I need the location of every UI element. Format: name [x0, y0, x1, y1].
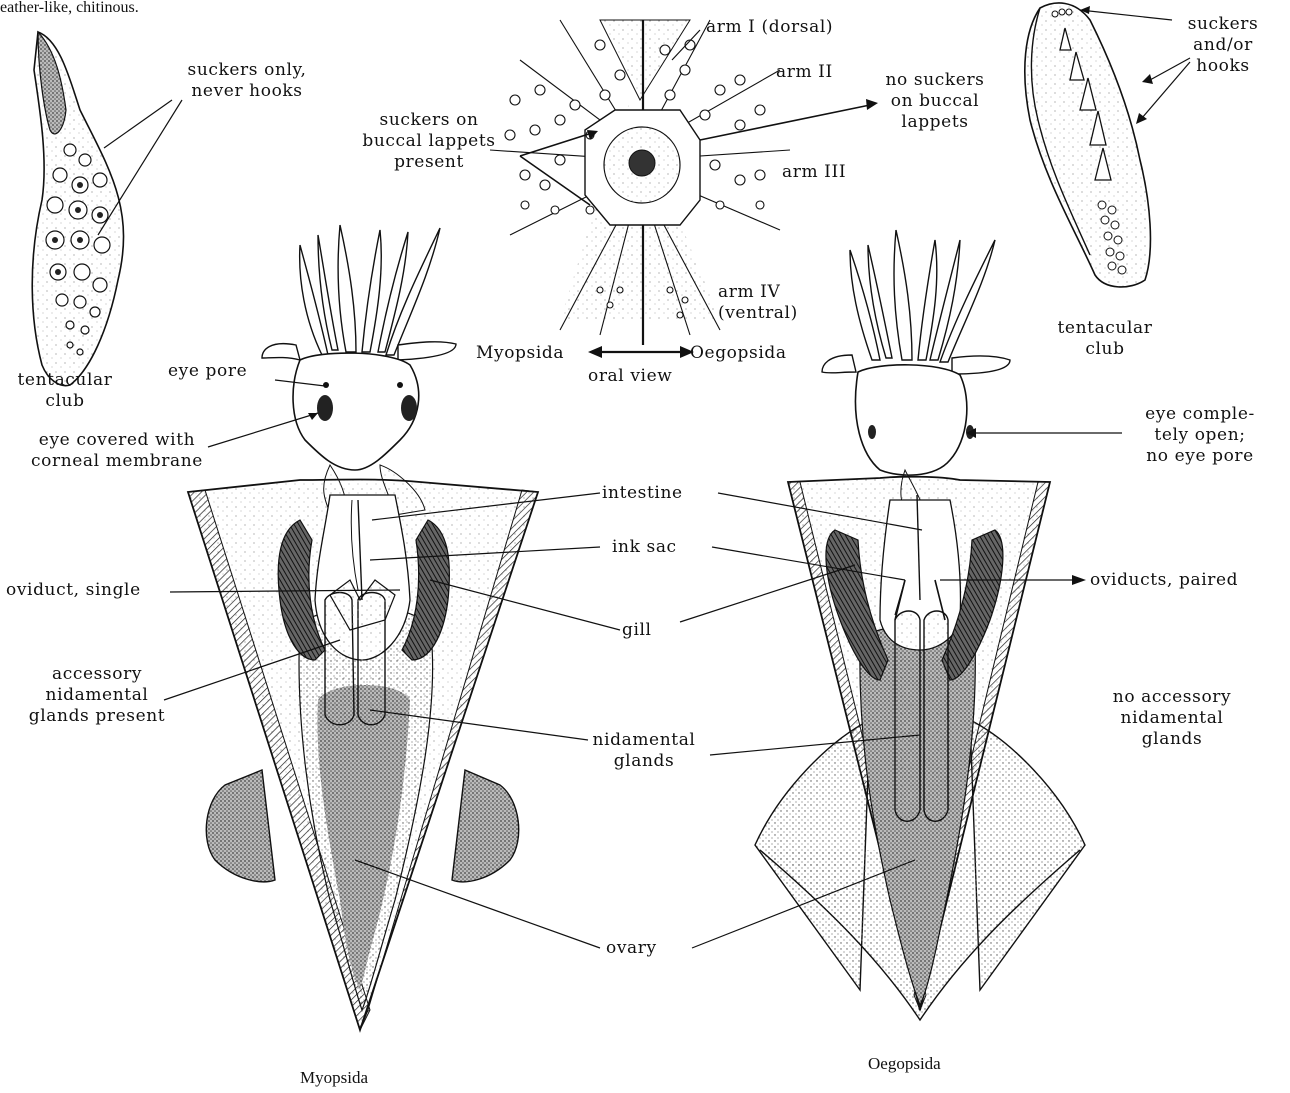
label-suckers-only: suckers only, never hooks	[172, 60, 322, 102]
label-suckers-hooks: suckers and/or hooks	[1178, 14, 1268, 77]
label-tentacular-club-left: tentacular club	[10, 370, 120, 412]
left-tentacular-club	[32, 32, 182, 386]
label-arm-ii: arm II	[776, 62, 833, 83]
label-tentacular-club-right: tentacular club	[1050, 318, 1160, 360]
label-suckers-lappets: suckers on buccal lappets present	[344, 110, 514, 173]
label-no-suckers-lappets: no suckers on buccal lappets	[875, 70, 995, 133]
label-arm-iv: arm IV (ventral)	[718, 282, 798, 324]
top-fragment-text: eather-like, chitinous.	[0, 0, 139, 18]
label-oviducts-paired: oviducts, paired	[1090, 570, 1238, 591]
right-tentacular-club	[1025, 3, 1190, 287]
label-nidamental: nidamental glands	[574, 730, 714, 772]
label-ovary: ovary	[606, 938, 657, 959]
oegopsida-arms	[822, 230, 1010, 374]
oegopsida-squid	[755, 230, 1085, 1020]
label-eye-pore: eye pore	[168, 361, 247, 382]
label-eye-open: eye comple- tely open; no eye pore	[1120, 404, 1280, 467]
label-intestine: intestine	[602, 483, 683, 504]
caption-myopsida: Myopsida	[300, 1067, 368, 1088]
label-arm-iii: arm III	[782, 162, 846, 183]
label-oviduct-single: oviduct, single	[6, 580, 141, 601]
label-oegopsida-arrow: Oegopsida	[690, 343, 787, 364]
label-no-accessory: no accessory nidamental glands	[1102, 687, 1242, 750]
label-myopsida-arrow: Myopsida	[476, 343, 564, 364]
label-ink-sac: ink sac	[612, 537, 677, 558]
myopsida-arms	[262, 225, 456, 360]
label-accessory-present: accessory nidamental glands present	[12, 664, 182, 727]
label-gill: gill	[622, 620, 652, 641]
label-oral-view: oral view	[588, 366, 672, 387]
label-eye-covered: eye covered with corneal membrane	[12, 430, 222, 472]
caption-oegopsida: Oegopsida	[868, 1053, 941, 1074]
label-arm-i: arm I (dorsal)	[706, 17, 833, 38]
